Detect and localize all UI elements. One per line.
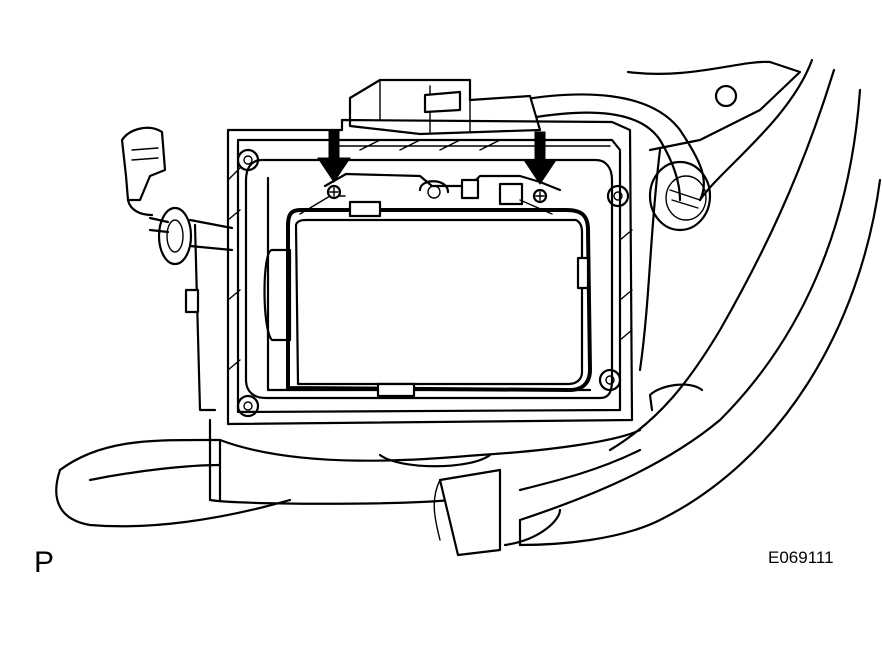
figure-code: E069111 (768, 548, 834, 567)
view-label: P (34, 546, 55, 579)
sensor-module (286, 172, 592, 398)
down-arrow-icon (523, 131, 557, 185)
lower-bracket (55, 418, 642, 557)
wire-harness-right (518, 93, 712, 232)
down-arrow-icon (317, 129, 351, 183)
mounting-frame (226, 118, 634, 426)
wire-harness-left (120, 126, 234, 412)
body-panel-curves (518, 58, 882, 547)
top-connector (348, 78, 542, 136)
